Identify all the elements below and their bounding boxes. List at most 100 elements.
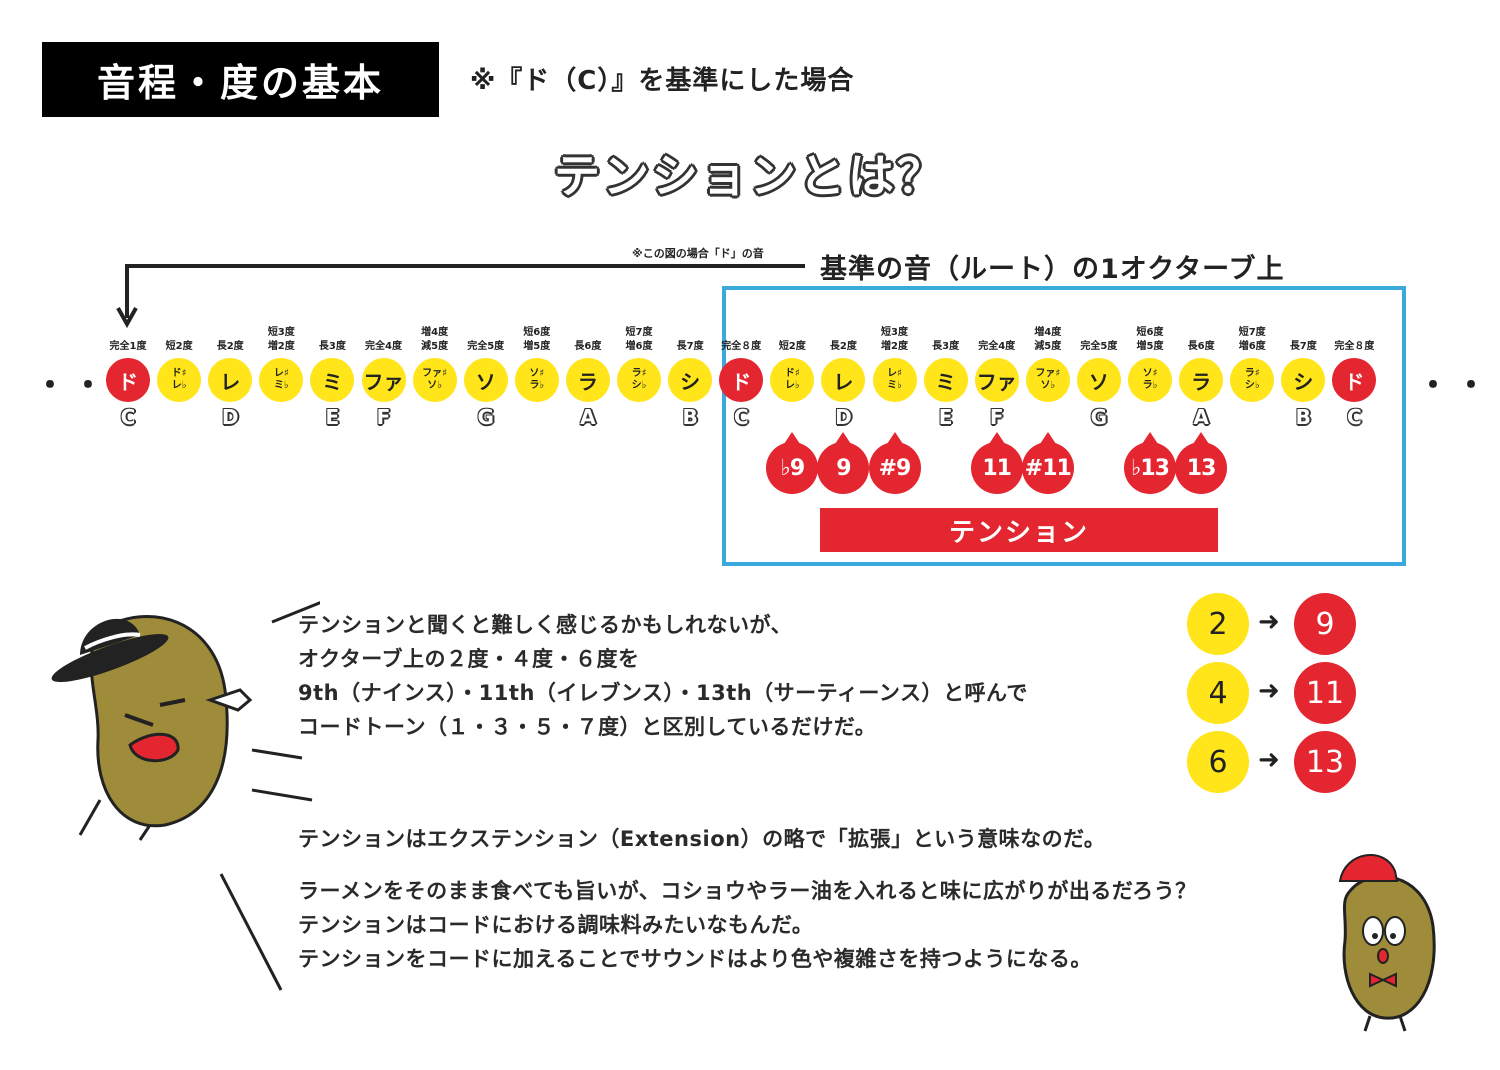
- root-small-note: ※この図の場合「ド」の音: [632, 247, 764, 260]
- bubble-tip: [784, 432, 801, 444]
- note-letter: E: [325, 405, 340, 429]
- degree-text: 短6度: [523, 327, 551, 338]
- degree-text: 増4度: [1034, 327, 1062, 338]
- main-title: テンションとは？: [554, 149, 946, 203]
- note-circle: ソ♯ ラ♭: [514, 358, 559, 402]
- degree-text: 短3度: [881, 327, 908, 338]
- degree-text: 長6度: [574, 341, 602, 352]
- degree-text: 長2度: [829, 341, 857, 352]
- note-circle: レ♯ ミ♭: [872, 358, 917, 402]
- extension-paragraph: テンションはエクステンション（Extension）の略で「拡張」という意味なのだ…: [298, 827, 1106, 851]
- note-circle: レ♯ ミ♭: [259, 358, 304, 402]
- note-circle: ファ: [974, 358, 1019, 402]
- degree-text: 長3度: [932, 341, 960, 352]
- degree-label: 長6度: [558, 340, 618, 354]
- tension-bubble: #11: [1021, 442, 1074, 494]
- note-circle: ド: [106, 358, 150, 402]
- note-circle: ラ♯ シ♭: [617, 358, 661, 402]
- degree-text: 短6度: [1136, 327, 1164, 338]
- degree-from-circle: 4: [1187, 662, 1249, 724]
- tension-bubble: ♭9: [766, 442, 819, 494]
- tension-bar: テンション: [820, 508, 1218, 552]
- degree-label: 長6度: [1171, 340, 1231, 354]
- note-circle: ファ: [361, 358, 406, 402]
- paragraph-line: オクターブ上の２度・４度・６度を: [298, 647, 640, 671]
- degree-text: 増5度: [1136, 341, 1164, 352]
- degree-label: 長2度: [813, 340, 873, 354]
- degree-label: 完全5度: [1069, 340, 1129, 354]
- note-name: ド♯ レ♭: [784, 368, 800, 391]
- bubble-tip: [1142, 432, 1158, 444]
- degree-label: 長7度: [1273, 340, 1333, 354]
- degree-label: 増4度減5度: [405, 326, 465, 354]
- degree-label: 完全5度: [456, 340, 516, 354]
- degree-to-circle: 13: [1294, 731, 1356, 793]
- degree-text: 増4度: [421, 327, 449, 338]
- tension-bubble: 9: [817, 442, 870, 494]
- degree-text: 完全5度: [1080, 341, 1118, 352]
- speech-line-icon: [219, 873, 283, 991]
- paragraph-line: テンションはコードにおける調味料みたいなもんだ。: [298, 913, 814, 937]
- tension-bubble: 11: [970, 442, 1023, 494]
- degree-text: 増2度: [881, 341, 908, 352]
- paragraph-line: コードトーン（１・３・５・７度）と区別しているだけだ。: [298, 715, 877, 739]
- note-circle: ファ♯ ソ♭: [1025, 358, 1070, 402]
- degree-text: 完全5度: [467, 341, 505, 352]
- degree-label: 完全1度: [98, 340, 158, 354]
- note-circle: ド♯ レ♭: [770, 358, 815, 402]
- arrow-right-icon: ➜: [1258, 607, 1280, 637]
- potato-character-hat-icon: [51, 601, 320, 841]
- tension-bubble: 13: [1175, 442, 1228, 494]
- bubble-tip: [886, 432, 903, 444]
- note-circle: ド♯ レ♭: [157, 358, 202, 402]
- note-circle: ラ♯ シ♭: [1230, 358, 1275, 402]
- degree-text: 完全1度: [109, 341, 147, 352]
- note-circle: ファ♯ ソ♭: [412, 358, 457, 402]
- note-letter: E: [938, 405, 953, 429]
- note-circle: ド: [1332, 358, 1377, 402]
- degree-text: 短7度: [1238, 327, 1266, 338]
- degree-text: 短3度: [267, 327, 295, 338]
- degree-text: 短7度: [625, 327, 653, 338]
- paragraph-line: ラーメンをそのまま食べても旨いが、コショウやラー油を入れると味に広がりが出るだろ…: [298, 879, 1197, 903]
- degree-from-circle: 2: [1187, 593, 1249, 655]
- note-letter: G: [477, 405, 494, 429]
- degree-text: 増5度: [523, 341, 551, 352]
- seasoning-paragraph: ラーメンをそのまま食べても旨いが、コショウやラー油を入れると味に広がりが出るだろ…: [298, 874, 1197, 976]
- degree-label: 長7度: [660, 340, 720, 354]
- degree-text: 長2度: [216, 341, 244, 352]
- degree-label: 長2度: [200, 340, 260, 354]
- degree-label: 完全4度: [354, 340, 414, 354]
- degree-from-circle: 6: [1187, 731, 1249, 793]
- note-letter: A: [580, 405, 596, 429]
- note-name: ソ♯ ラ♭: [1142, 368, 1158, 391]
- note-circle: シ: [668, 358, 713, 402]
- note-circle: ソ: [463, 358, 508, 402]
- explanation-paragraph: テンションと聞くと難しく感じるかもしれないが、 オクターブ上の２度・４度・６度を…: [298, 608, 1028, 744]
- note-circle: ミ: [310, 358, 355, 402]
- note-name: ラ♯ シ♭: [631, 368, 647, 391]
- note-circle: ミ: [923, 358, 968, 402]
- degree-label: 増4度減5度: [1018, 326, 1078, 354]
- degree-label: 短2度: [762, 340, 822, 354]
- degree-label: 完全８度: [1324, 340, 1384, 354]
- degree-label: 短3度増2度: [251, 326, 311, 354]
- header-note: ※『ド（C）』を基準にした場合: [470, 66, 855, 96]
- degree-label: 完全８度: [711, 340, 771, 354]
- note-circle: ソ: [1076, 358, 1121, 402]
- potato-character-cap-icon: [1338, 854, 1436, 1032]
- note-name: ファ♯ ソ♭: [422, 368, 448, 391]
- degree-label: 短7度増6度: [609, 326, 669, 354]
- note-name: ド♯ レ♭: [171, 368, 187, 391]
- degree-label: 短7度増6度: [1222, 326, 1282, 354]
- note-letter: G: [1090, 405, 1108, 429]
- degree-label: 長3度: [302, 340, 362, 354]
- degree-text: 長7度: [1289, 341, 1317, 352]
- degree-text: 短2度: [165, 341, 193, 352]
- note-circle: ド: [719, 358, 764, 402]
- note-letter: C: [120, 405, 136, 429]
- page-header: 音程・度の基本: [42, 42, 439, 117]
- bubble-tip: [1039, 432, 1056, 444]
- paragraph-line: テンションをコードに加えることでサウンドはより色や複雑さを持つようになる。: [298, 947, 1092, 971]
- bubble-tip: [1193, 432, 1210, 444]
